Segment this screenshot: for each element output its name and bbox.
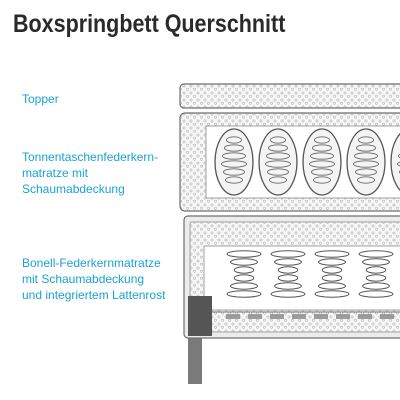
slat: [248, 314, 262, 319]
label-topper: Topper: [22, 91, 59, 107]
label-bonell-line-3: und integriertem Lattenrost: [22, 288, 166, 302]
label-bonell-line-2: mit Schaumabdeckung: [22, 272, 145, 286]
bonell-coil-group: [226, 250, 394, 298]
label-pocket-line-2: matratze mit: [22, 166, 89, 180]
bonell-spring: [270, 250, 306, 298]
bonell-spring: [358, 250, 394, 298]
slat: [358, 314, 372, 319]
slat: [270, 314, 284, 319]
topper-outline: [179, 83, 400, 109]
label-bonell-spring-mattress: Bonell-Federkernmatratze mit Schaumabdec…: [22, 255, 165, 303]
pocket-spring-mattress: [179, 112, 400, 212]
slat: [292, 314, 306, 319]
slatted-frame: [212, 311, 400, 319]
bonell-spring: [226, 250, 262, 298]
slat: [314, 314, 328, 319]
label-pocket-line-3: Schaumabdeckung: [22, 182, 125, 196]
pocket-spring: [346, 128, 386, 196]
side-frame-dark: [188, 296, 212, 336]
label-pocket-line-1: Tonnentaschenfederkern-: [22, 150, 159, 164]
label-bonell-line-1: Bonell-Federkernmatratze: [22, 256, 161, 270]
bonell-spring: [314, 250, 350, 298]
slat: [380, 314, 394, 319]
pocket-spring: [302, 128, 342, 196]
page-title: Boxspringbett Querschnitt: [13, 10, 286, 38]
box-spring-base: [183, 215, 400, 339]
label-pocket-spring-mattress: Tonnentaschenfederkern- matratze mit Sch…: [22, 149, 158, 197]
pocket-coil-group: [214, 128, 400, 196]
topper-layer: [179, 83, 400, 109]
slat: [226, 314, 240, 319]
bed-leg: [188, 338, 202, 384]
pocket-spring: [258, 128, 298, 196]
slat: [336, 314, 350, 319]
pocket-spring: [214, 128, 254, 196]
label-topper-line-1: Topper: [22, 92, 59, 106]
